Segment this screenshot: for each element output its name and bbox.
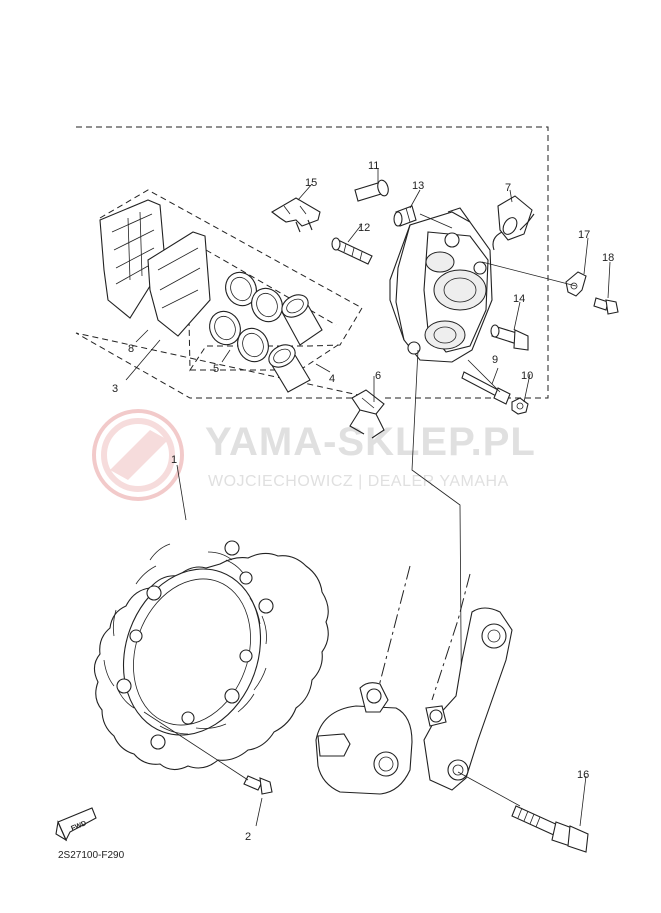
subgroup-boundary-pads — [99, 189, 363, 372]
caliper-pistons — [268, 294, 323, 393]
callout-16: 16 — [577, 769, 589, 781]
bolt-14 — [490, 324, 529, 351]
leader-lines-caliper — [411, 213, 577, 771]
clip-17 — [565, 271, 587, 297]
watermark-logo — [92, 409, 184, 501]
pad-spring-15 — [271, 197, 321, 233]
brake-disc-1 — [93, 540, 329, 771]
diagram-code: 2S27100-F290 — [58, 850, 125, 861]
callout-leaders — [125, 168, 611, 827]
watermark: YAMA-SKLEP.PL WOJCIECHOWICZ | DEALER YAM… — [92, 409, 536, 501]
callout-7: 7 — [505, 182, 511, 194]
callout-2: 2 — [245, 831, 251, 843]
nut-10 — [511, 397, 529, 415]
callout-17: 17 — [578, 229, 590, 241]
callout-18: 18 — [602, 252, 614, 264]
leader-bolt-16 — [457, 771, 521, 807]
callout-13: 13 — [412, 180, 424, 192]
callout-9: 9 — [492, 354, 498, 366]
assembly-boundary-3 — [75, 126, 549, 399]
pad-pin-plug-13 — [393, 205, 417, 227]
watermark-sub: WOJCIECHOWICZ | DEALER YAMAHA — [208, 473, 509, 490]
fwd-arrow-icon: FWD — [55, 807, 97, 842]
bolt-16 — [511, 805, 589, 853]
callout-11: 11 — [368, 160, 379, 172]
callout-12: 12 — [358, 222, 370, 234]
callout-1: 1 — [171, 454, 177, 466]
pin-9 — [461, 371, 511, 405]
disc-slots — [103, 543, 267, 735]
brake-pad-front — [147, 231, 211, 337]
callout-10: 10 — [521, 370, 533, 382]
callout-4: 4 — [329, 373, 335, 385]
fork-leg — [315, 565, 471, 795]
pad-pin-12 — [331, 237, 373, 265]
disc-mount-holes — [116, 540, 274, 750]
callout-8: 8 — [128, 343, 134, 355]
bleed-valve-7 — [492, 195, 535, 251]
caliper-bracket — [423, 607, 513, 791]
caliper-body — [389, 207, 493, 363]
leader-disc-bolt — [143, 711, 249, 781]
callout-3: 3 — [112, 383, 118, 395]
screw-18 — [593, 297, 619, 315]
watermark-main: YAMA-SKLEP.PL — [205, 420, 536, 464]
piston-seals — [209, 271, 283, 363]
callout-15: 15 — [305, 177, 317, 189]
brake-pad-rear — [99, 199, 166, 319]
disc-bolt-2 — [243, 775, 273, 795]
callout-6: 6 — [375, 370, 381, 382]
pad-pin-11 — [354, 179, 389, 202]
callout-5: 5 — [213, 363, 219, 375]
pad-retainer-6 — [349, 389, 385, 439]
callout-14: 14 — [513, 293, 525, 305]
